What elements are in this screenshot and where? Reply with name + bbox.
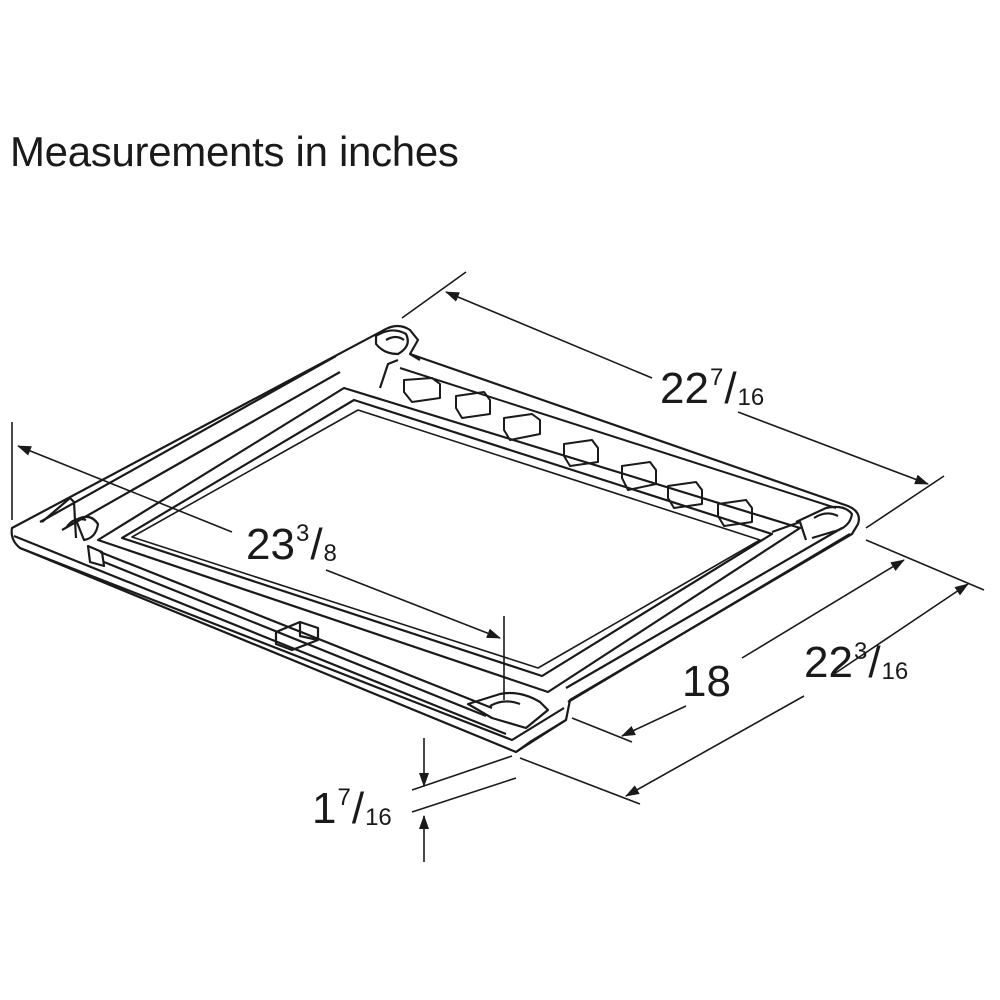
tray-outline (10, 324, 860, 754)
height-dimension-label: 17/16 (312, 784, 392, 833)
inner-depth-dimension-label: 18 (682, 657, 731, 706)
dimension-lines (11, 271, 985, 862)
width-dimension-label: 227/16 (660, 364, 765, 413)
outer-depth-dimension-label: 223/16 (804, 638, 909, 687)
page-title: Measurements in inches (10, 128, 459, 175)
diagonal-dimension-label: 233/8 (246, 520, 337, 569)
tray-back-ribs (399, 367, 837, 527)
